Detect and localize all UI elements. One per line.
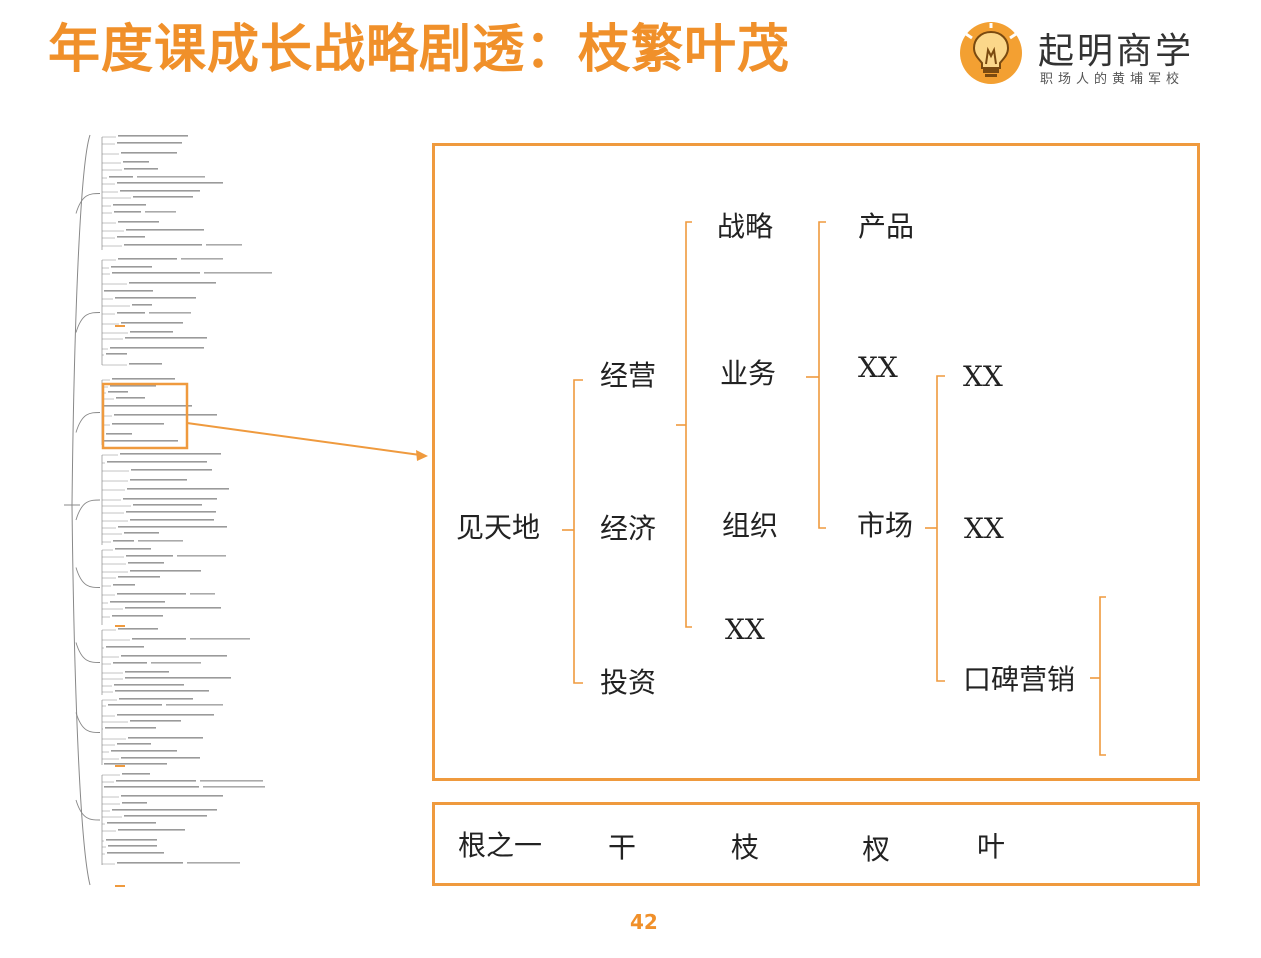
bracket-shichang — [936, 375, 945, 682]
bracket-root — [573, 379, 583, 684]
node-l1-touzi: 投资 — [600, 666, 657, 699]
node-root: 见天地 — [456, 511, 541, 544]
node-l4-koubei: 口碑营销 — [963, 663, 1076, 696]
slide-title: 年度课成长战略剧透：枝繁叶茂 — [48, 20, 791, 80]
bracket-yewu — [818, 221, 826, 529]
brand-name: 起明商学 — [1038, 31, 1195, 72]
arrow-head-icon — [416, 450, 428, 461]
node-l1-jingji: 经济 — [600, 512, 657, 545]
mindmap-thumbnail — [64, 134, 272, 887]
legend-root: 根之一 — [458, 829, 543, 862]
node-l3-chanpin: 产品 — [858, 210, 915, 243]
legend-branch: 枝 — [731, 831, 760, 864]
lightbulb-icon — [960, 22, 1022, 84]
node-l1-jingying: 经营 — [600, 359, 657, 392]
bracket-jingying — [685, 221, 692, 628]
node-l3-xx: XX — [858, 351, 898, 384]
brand-tagline: 职场人的黄埔军校 — [1040, 72, 1185, 87]
legend-trunk: 干 — [608, 831, 637, 864]
zoom-arrow — [186, 422, 421, 456]
node-l2-zuzhi: 组织 — [722, 509, 779, 542]
node-l2-yewu: 业务 — [720, 357, 777, 390]
thumbnail-highlight — [101, 382, 189, 450]
node-l2-zhanlue: 战略 — [717, 210, 774, 243]
node-l4-xx-1: XX — [963, 360, 1003, 393]
page-number: 42 — [630, 910, 658, 934]
bracket-koubei — [1099, 596, 1106, 756]
legend-leaf: 叶 — [977, 830, 1006, 863]
legend-fork: 杈 — [862, 833, 891, 866]
legend-frame — [432, 802, 1200, 886]
node-l4-xx-2: XX — [964, 512, 1004, 545]
node-l2-xx: XX — [725, 613, 765, 646]
node-l3-shichang: 市场 — [857, 509, 914, 542]
diagram-frame — [432, 143, 1200, 781]
